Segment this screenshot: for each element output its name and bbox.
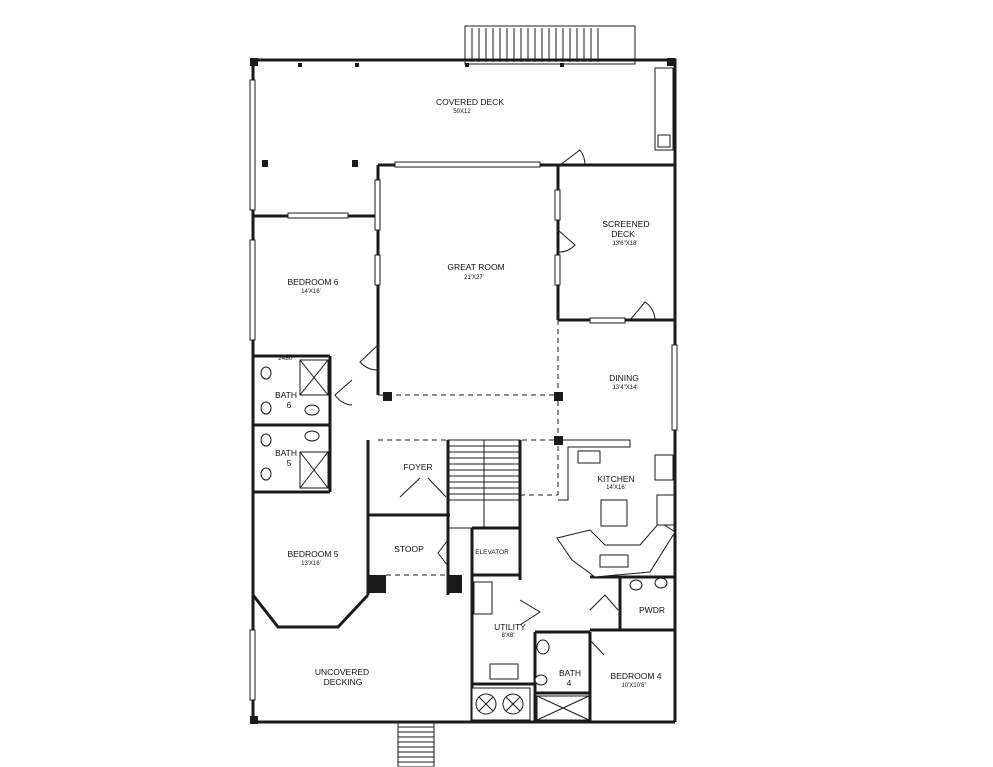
bedroom-6-size: 14'X16'	[301, 289, 321, 295]
room-labels: COVERED DECK 50X12 SCREENED DECK 13'6"X1…	[275, 97, 665, 689]
entry-stair	[397, 721, 435, 767]
deck-posts	[262, 63, 564, 167]
covered-deck-size: 50X12	[453, 109, 471, 115]
bedroom-5-label: BEDROOM 5	[287, 549, 338, 559]
great-room-label: GREAT ROOM	[447, 262, 504, 272]
bath-4-label-1: BATH	[559, 668, 581, 678]
uncovered-decking-label-2: DECKING	[324, 677, 363, 687]
interior-walls	[253, 163, 675, 722]
top-stair	[464, 25, 636, 65]
deck-grill	[654, 67, 674, 151]
bath-4-label-2: 4	[567, 678, 572, 688]
screened-deck-label-2: DECK	[611, 229, 635, 239]
elevator-label: ELEVATOR	[475, 549, 509, 556]
bedroom-6-label: BEDROOM 6	[287, 277, 338, 287]
screened-deck-label-1: SCREENED	[602, 219, 649, 229]
bath-5-label-2: 5	[287, 458, 292, 468]
doors	[334, 149, 656, 656]
kitchen-label: KITCHEN	[597, 474, 634, 484]
window-code: 2480	[278, 355, 293, 362]
kitchen-fixtures	[556, 439, 676, 578]
foyer-label: FOYER	[403, 462, 432, 472]
covered-deck-label: COVERED DECK	[436, 97, 504, 107]
dining-label: DINING	[609, 373, 639, 383]
stoop-label: STOOP	[394, 544, 424, 554]
bath-6-label-1: BATH	[275, 390, 297, 400]
interior-stairs	[447, 439, 521, 529]
pwdr-label: PWDR	[639, 605, 665, 615]
bedroom-4-label: BEDROOM 4	[610, 671, 661, 681]
kitchen-size: 14'X16'	[606, 485, 626, 491]
great-room-size: 21'X27'	[464, 275, 484, 281]
uncovered-decking-label-1: UNCOVERED	[315, 667, 369, 677]
windows	[249, 79, 678, 701]
screened-deck-size: 13'6"X18'	[612, 241, 637, 247]
dining-size: 13'4"X14'	[612, 385, 637, 391]
bath-fixtures	[260, 359, 668, 721]
utility-fixtures	[471, 581, 531, 721]
bath-6-label-2: 6	[287, 400, 292, 410]
bedroom-4-size: 10'X10'6"	[621, 683, 646, 689]
bay-window	[251, 593, 370, 629]
utility-size: 8'X8'	[502, 633, 515, 639]
utility-label: UTILITY	[494, 622, 526, 632]
bath-5-label-1: BATH	[275, 448, 297, 458]
bedroom-5-size: 13'X16'	[301, 561, 321, 567]
